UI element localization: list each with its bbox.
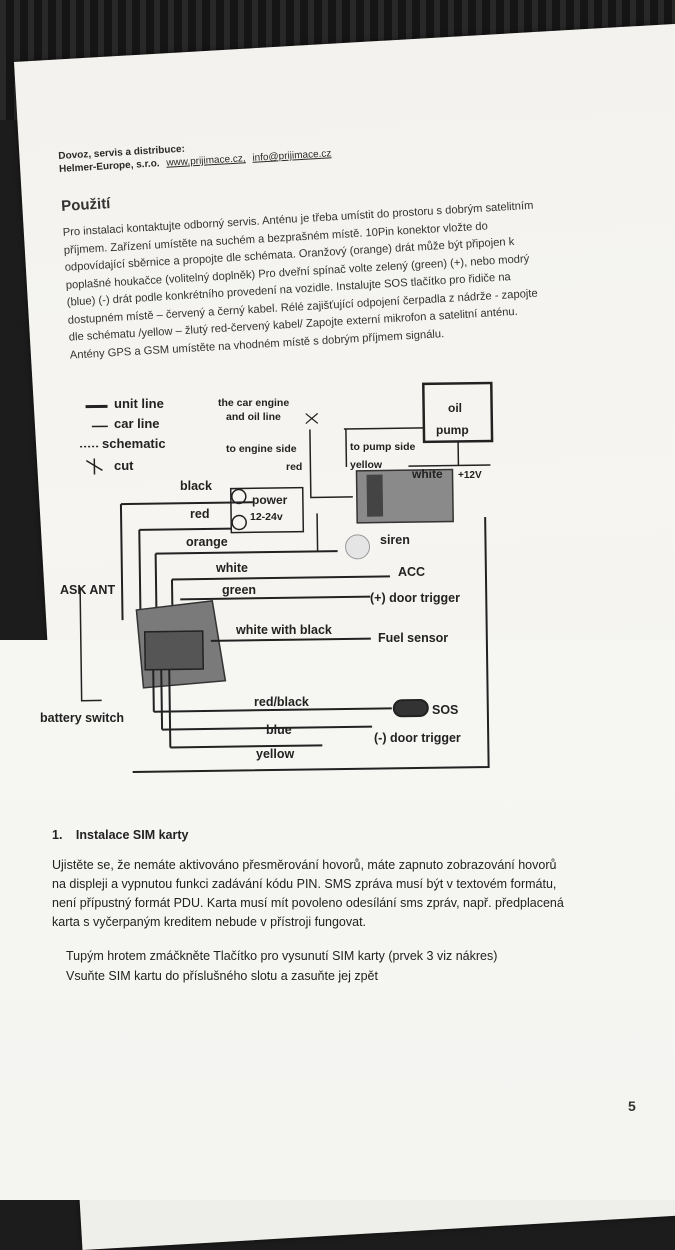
battery-switch-label: battery switch (40, 711, 124, 725)
sim-section-number: 1. (52, 828, 62, 842)
sim-para-line: není přípustný formát PDU. Karta musí mí… (52, 894, 642, 913)
fuel-sensor-label: Fuel sensor (378, 631, 448, 645)
wiring-diagram: unit line car line schematic cut the car… (40, 380, 510, 780)
to-pump-side-label: to pump side (350, 441, 415, 453)
car-engine-label: the car engine (218, 397, 289, 409)
sim-para-line: karta s vyčerpaným kreditem nebude v pří… (52, 913, 642, 932)
white-wire-label: white (215, 561, 248, 575)
ask-ant-label: ASK ANT (60, 583, 115, 597)
legend-cut: cut (114, 458, 134, 473)
black-wire-label: black (180, 479, 212, 493)
white-black-wire-label: white with black (235, 623, 332, 637)
voltage-label: 12-24v (250, 511, 283, 523)
blue-wire-label: blue (266, 723, 292, 737)
sim-para-line: na displeji a vypnutou funkci zadávání k… (52, 875, 642, 894)
yellow-wire-label: yellow (256, 747, 294, 761)
yellow-small-label: yellow (350, 459, 383, 471)
legend-schematic: schematic (102, 436, 166, 451)
acc-label: ACC (398, 565, 425, 579)
sim-steps: Tupým hrotem zmáčkněte Tlačítko pro vysu… (52, 946, 642, 986)
door-plus-label: (+) door trigger (370, 591, 460, 605)
to-engine-side-label: to engine side (226, 443, 297, 455)
page-number: 5 (628, 1098, 636, 1114)
red-wire-label: red (190, 507, 209, 521)
sim-section: 1. Instalace SIM karty Ujistěte se, že n… (52, 828, 642, 986)
orange-wire-label: orange (186, 535, 228, 549)
legend-car-line: car line (114, 416, 160, 431)
oil-line-label: and oil line (226, 411, 281, 423)
email-link[interactable]: info@prijimace.cz (252, 148, 332, 164)
white-12v-label: white (411, 467, 443, 481)
power-label: power (252, 493, 288, 507)
door-minus-label: (-) door trigger (374, 731, 461, 745)
sim-section-heading: Instalace SIM karty (76, 828, 189, 842)
pump-label: pump (436, 423, 469, 437)
red-small-label: red (286, 461, 302, 473)
website-link[interactable]: www.prijimace.cz, (166, 153, 246, 169)
sim-para-line: Ujistěte se, že nemáte aktivováno přesmě… (52, 856, 642, 875)
plus-12v-label: +12V (458, 470, 482, 481)
sim-step: Vsuňte SIM kartu do příslušného slotu a … (66, 966, 642, 986)
red-black-wire-label: red/black (254, 695, 309, 709)
legend-unit-line: unit line (114, 396, 164, 411)
sim-section-title: 1. Instalace SIM karty (52, 828, 642, 842)
oil-label: oil (448, 401, 462, 415)
sim-paragraph: Ujistěte se, že nemáte aktivováno přesmě… (52, 856, 642, 932)
sim-step: Tupým hrotem zmáčkněte Tlačítko pro vysu… (66, 946, 642, 966)
sos-label: SOS (432, 703, 458, 717)
upper-page-content: Dovoz, servis a distribuce: Helmer-Europ… (58, 118, 629, 365)
green-wire-label: green (222, 583, 256, 597)
siren-label: siren (380, 533, 410, 547)
